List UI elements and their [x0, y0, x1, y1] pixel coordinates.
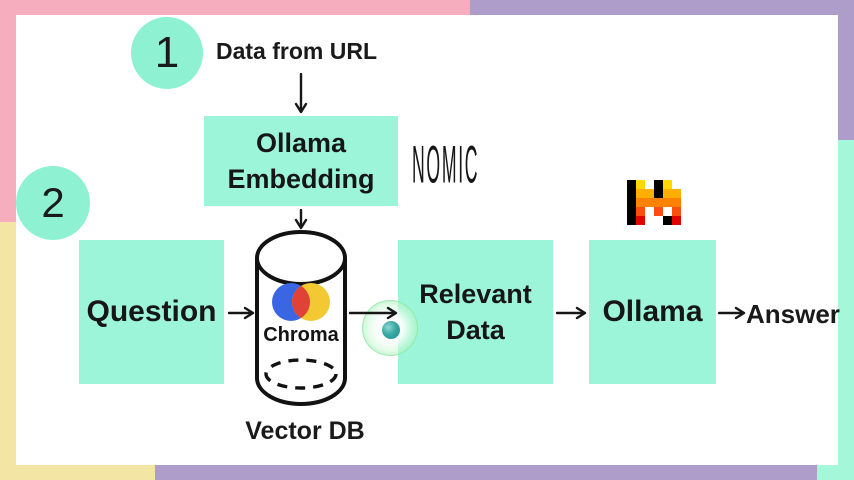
step-1-number: 1 — [154, 28, 180, 77]
ollama-node: Ollama — [589, 240, 716, 384]
chroma-wordmark: Chroma — [263, 324, 339, 346]
ollama-embedding-line2: Embedding — [227, 164, 375, 194]
ollama-label: Ollama — [602, 294, 703, 328]
frame-left-yellow-strip — [0, 222, 16, 465]
arrow-url-to-embedding — [294, 73, 308, 114]
vector-db-cylinder: Chroma — [255, 230, 347, 406]
frame-bottom-purple-strip — [155, 465, 817, 480]
frame-right-mint-strip — [838, 140, 854, 465]
cursor-pointer-dot[interactable] — [382, 321, 400, 339]
step-1-badge: 1 — [131, 17, 203, 89]
ollama-embedding-node: Ollama Embedding — [204, 116, 398, 206]
frame-top-purple-strip — [470, 0, 854, 15]
step-2-badge: 2 — [16, 166, 90, 240]
frame-bottom-mint-strip — [817, 465, 854, 480]
frame-left-pink-strip — [0, 15, 16, 222]
chroma-logo-icon — [272, 283, 330, 321]
frame-top-pink-strip — [0, 0, 470, 15]
vector-db-label: Vector DB — [245, 417, 365, 445]
mistral-m-logo-icon — [627, 180, 681, 225]
question-label: Question — [86, 294, 217, 328]
cylinder-dashed-ellipse — [264, 358, 338, 390]
arrow-relevant-to-ollama — [556, 306, 587, 320]
arrow-embedding-to-chroma — [294, 209, 308, 230]
arrow-question-to-chroma — [228, 306, 255, 320]
ollama-embedding-line1: Ollama — [255, 127, 347, 158]
cylinder-top-ellipse — [255, 230, 347, 286]
question-node: Question — [79, 240, 224, 384]
relevant-data-line2: Data — [446, 315, 505, 345]
relevant-data-node: Relevant Data — [398, 240, 553, 384]
frame-right-purple-strip — [838, 15, 854, 140]
nomic-logo: NOMIC — [412, 135, 480, 194]
frame-bottom-yellow-strip — [0, 465, 155, 480]
step-2-number: 2 — [41, 179, 65, 226]
answer-label: Answer — [746, 299, 840, 329]
relevant-data-line1: Relevant — [419, 278, 532, 309]
arrow-ollama-to-answer — [718, 306, 746, 320]
data-from-url-label: Data from URL — [216, 38, 378, 64]
arrow-chroma-to-relevant — [349, 306, 398, 320]
